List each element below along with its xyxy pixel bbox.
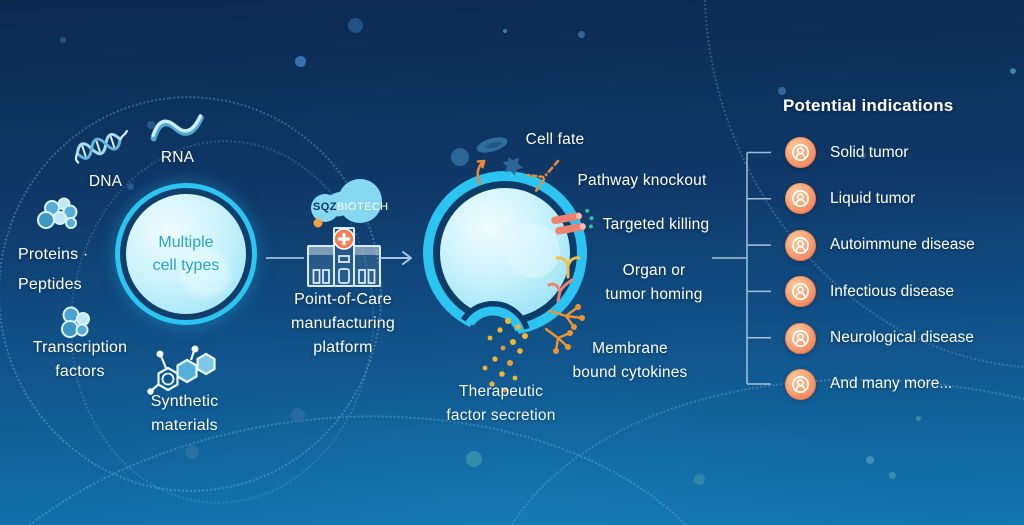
platform-label-line2: manufacturing	[291, 315, 395, 332]
bokeh-dot	[503, 29, 507, 33]
dotted-arc	[0, 368, 786, 525]
cell-label: Multiple cell types	[115, 183, 257, 325]
logo-orange-dot	[313, 218, 323, 228]
materials-label-text: materials	[151, 417, 218, 434]
logo-text-biotech: BIOTECH	[337, 201, 389, 213]
patient-icon	[785, 276, 816, 308]
sqz-biotech-logo: SQZBIOTECH	[311, 179, 389, 228]
homing-receptors-icon	[547, 256, 581, 303]
organ-tumor-homing-label: Organ or tumor homing	[570, 259, 738, 307]
pathway-knockout-label: Pathway knockout	[558, 169, 726, 193]
proteins-peptides-icon	[37, 197, 78, 229]
platform-label-line1: Point-of-Care	[294, 291, 392, 308]
secretion-dots-icon	[482, 318, 528, 393]
cell-functions-decorations	[451, 137, 594, 393]
manufacturing-building-icon	[307, 227, 381, 287]
organ-homing-text-line1: Organ or	[622, 262, 686, 279]
dna-icon	[74, 129, 128, 164]
logo-text-sqz: SQZ	[313, 201, 337, 213]
transcription-factors-icon	[61, 306, 90, 338]
therapeutic-text-line1: Therapeutic	[458, 383, 544, 400]
indications-bracket	[712, 151, 771, 385]
indication-row-liquid-tumor: Liquid tumor	[785, 183, 975, 215]
cell-fate-text: Cell fate	[525, 131, 585, 148]
bokeh-dot	[889, 472, 896, 479]
membrane-notch	[455, 301, 531, 332]
cell-fate-icon	[451, 137, 523, 185]
membrane-cytokines-label: Membrane bound cytokines	[545, 337, 715, 385]
medical-cross-icon	[337, 232, 351, 246]
synthetic-materials-label: Synthetic materials	[122, 390, 247, 438]
platform-label-line3: platform	[313, 339, 373, 356]
indication-label: Solid tumor	[830, 143, 909, 161]
indication-row-many-more: And many more...	[785, 368, 975, 400]
bokeh-dot	[916, 416, 921, 421]
engineered-cell	[423, 171, 587, 335]
indication-label: Neurological disease	[830, 329, 974, 347]
cell-body	[126, 194, 246, 314]
organ-homing-text-line2: tumor homing	[605, 286, 703, 303]
indication-row-infectious: Infectious disease	[785, 276, 975, 308]
source-cell: Multiple cell types	[115, 183, 257, 325]
targeted-killing-label: Targeted killing	[572, 213, 740, 237]
bokeh-dot	[694, 474, 705, 485]
rna-icon	[150, 114, 204, 142]
bokeh-dot	[866, 456, 874, 464]
targeted-killing-text: Targeted killing	[602, 216, 710, 233]
membrane-text-line2: bound cytokines	[572, 364, 688, 381]
cell-highlight	[180, 248, 230, 298]
bokeh-dot	[295, 56, 306, 67]
dna-label-text: DNA	[88, 173, 123, 190]
pathway-knockout-text: Pathway knockout	[577, 172, 707, 189]
pathway-knockout-icon	[526, 159, 560, 193]
patient-icon	[785, 183, 816, 215]
bokeh-dot	[291, 408, 305, 422]
transcription-factors-label: Transcription factors	[10, 336, 150, 384]
bokeh-dot	[466, 451, 482, 467]
cell-fate-label: Cell fate	[500, 128, 610, 152]
indication-row-neurological: Neurological disease	[785, 322, 975, 354]
indication-label: Infectious disease	[830, 282, 955, 300]
indication-label: And many more...	[830, 375, 953, 393]
dna-label: DNA	[58, 170, 153, 194]
connector-line-left	[266, 257, 304, 259]
cell-label-line1: Multiple	[158, 234, 214, 251]
cytokines-icon	[544, 304, 585, 354]
patient-icon	[785, 368, 816, 400]
bokeh-dot	[1010, 68, 1016, 74]
transcription-label-text: Transcription	[32, 339, 128, 356]
cell-label-line2: cell types	[152, 257, 220, 274]
indication-label: Liquid tumor	[830, 189, 916, 207]
factors-label-text: factors	[55, 363, 105, 380]
arrow-right-icon	[380, 251, 412, 265]
synthetic-materials-icon	[147, 345, 216, 395]
cell-fate-arrow-icon	[476, 159, 486, 185]
proteins-peptides-label: Proteins · Peptides	[18, 240, 113, 300]
bokeh-dot	[778, 87, 786, 95]
bokeh-dot	[185, 445, 199, 459]
patient-icon	[785, 229, 816, 261]
targeted-killing-icon	[551, 208, 594, 235]
indications-title: Potential indications	[783, 96, 954, 115]
therapeutic-text-line2: factor secretion	[446, 407, 556, 424]
bokeh-dot	[60, 37, 66, 43]
peptides-label-text: Peptides	[18, 276, 82, 293]
therapeutic-secretion-label: Therapeutic factor secretion	[417, 380, 585, 428]
bokeh-dot	[578, 31, 585, 38]
indication-label: Autoimmune disease	[830, 236, 975, 254]
bokeh-dot	[348, 18, 363, 33]
patient-icon	[785, 322, 816, 354]
indications-list: Solid tumor Liquid tumor Autoimmune di	[785, 137, 975, 415]
rna-label-text: RNA	[160, 149, 195, 166]
patient-icon	[785, 137, 816, 168]
membrane-text-line1: Membrane	[592, 340, 668, 357]
platform-label: Point-of-Care manufacturing platform	[258, 288, 428, 360]
indication-row-autoimmune: Autoimmune disease	[785, 229, 975, 261]
svg-text:SQZBIOTECH: SQZBIOTECH	[313, 201, 389, 213]
indication-row-solid-tumor: Solid tumor	[785, 137, 975, 168]
rna-label: RNA	[130, 146, 225, 170]
synthetic-label-text: Synthetic	[150, 393, 219, 410]
logo-blob	[311, 179, 382, 223]
proteins-label-text: Proteins ·	[18, 246, 89, 263]
